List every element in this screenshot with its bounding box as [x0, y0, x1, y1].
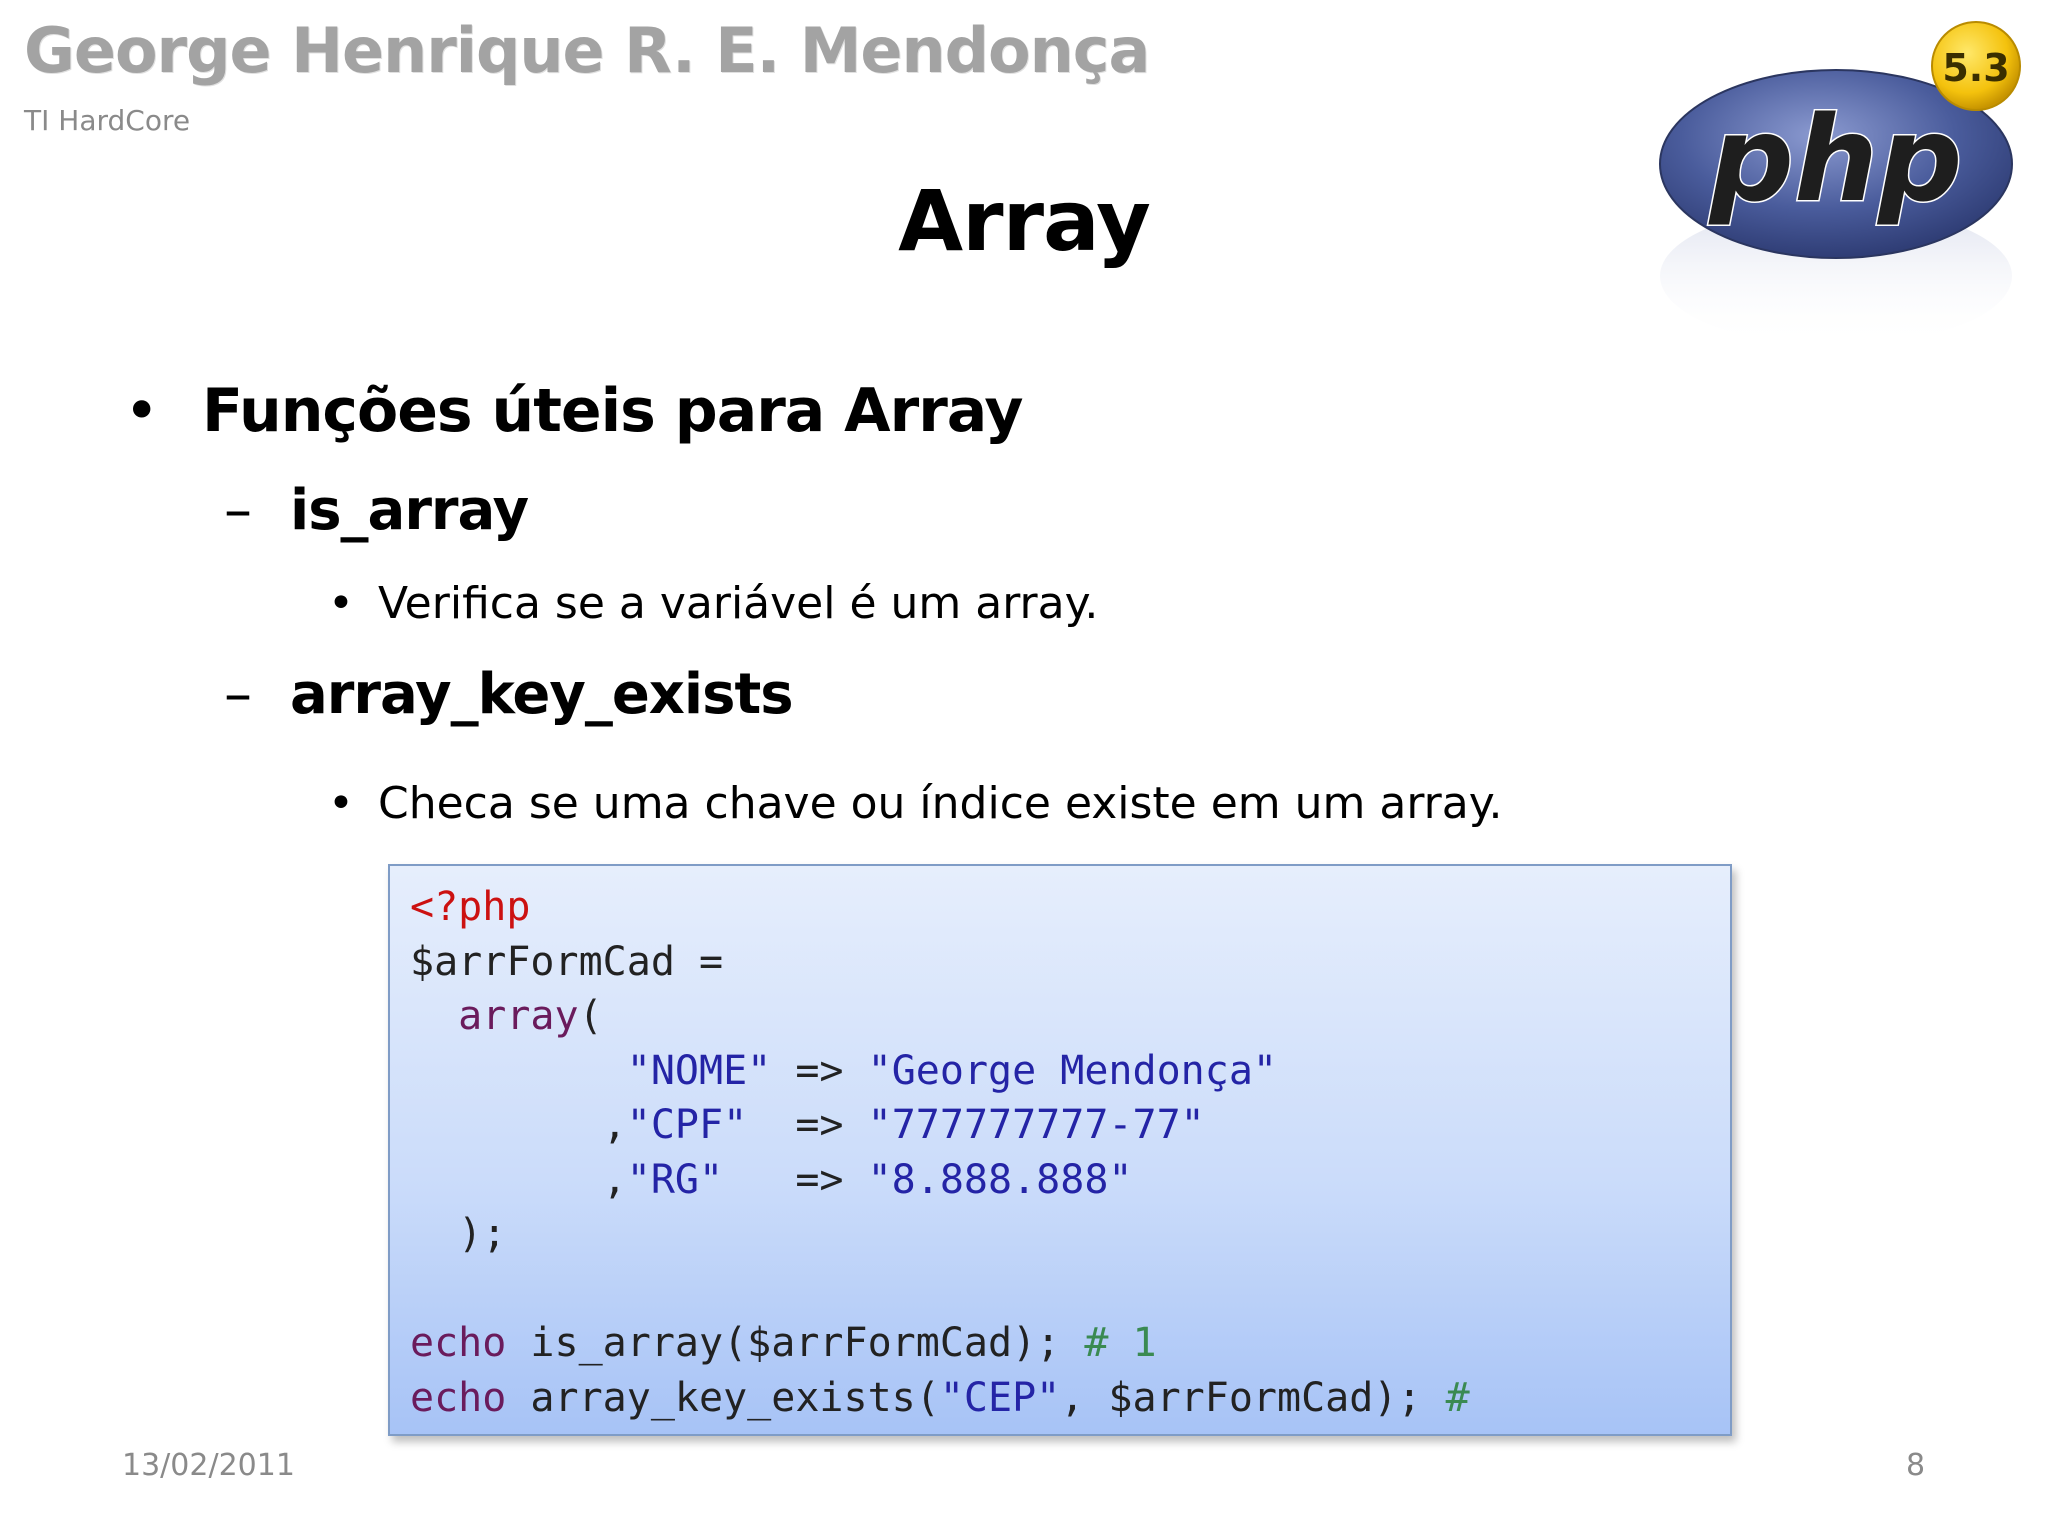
sub-sub-bullet-is-array-desc: •Verifica se a variável é um array.: [328, 578, 1099, 629]
arrow-operator: =>: [795, 1156, 844, 1203]
author-subtitle: TI HardCore: [24, 104, 191, 137]
arrow-operator: =>: [795, 1102, 844, 1148]
sub-bullet-is-array: –is_array: [224, 478, 529, 543]
code-string: "CEP": [939, 1374, 1061, 1421]
main-bullet: •Funções úteis para Array: [124, 376, 1024, 446]
array-key: "NOME": [626, 1047, 772, 1094]
code-call: is_array($arrFormCad);: [530, 1320, 1061, 1366]
php-open-tag: <?php: [410, 884, 531, 930]
array-value: "777777777-77": [867, 1102, 1205, 1148]
sub-bullet-array-key-exists: –array_key_exists: [224, 662, 794, 727]
array-value: "8.888.888": [867, 1156, 1133, 1203]
code-call: array_key_exists(: [530, 1374, 940, 1421]
author-name: George Henrique R. E. Mendonça: [24, 14, 1150, 87]
php-logo-oval: [1659, 69, 2013, 259]
echo-keyword: echo: [410, 1374, 507, 1421]
code-comment: #: [1445, 1374, 1470, 1421]
array-key: "CPF": [626, 1102, 748, 1148]
function-name: array_key_exists: [290, 662, 794, 727]
footer-date: 13/02/2011: [122, 1448, 295, 1483]
version-badge: [1931, 21, 2021, 111]
function-description: Checa se uma chave ou índice existe em u…: [378, 778, 1503, 829]
function-name: is_array: [290, 478, 529, 543]
sub-sub-bullet-array-key-exists-desc: •Checa se uma chave ou índice existe em …: [328, 778, 1503, 829]
array-value: "George Mendonça": [867, 1047, 1278, 1094]
php-logo-text: php: [1708, 90, 1963, 228]
main-bullet-text: Funções úteis para Array: [202, 376, 1024, 446]
echo-keyword: echo: [410, 1320, 507, 1366]
code-block: <?php $arrFormCad = array( "NOME" => "Ge…: [410, 884, 1470, 1421]
code-example-box: <?php $arrFormCad = array( "NOME" => "Ge…: [388, 864, 1732, 1436]
slide-title: Array: [898, 172, 1151, 270]
code-call-end: , $arrFormCad);: [1060, 1374, 1422, 1421]
code-comment: # 1: [1084, 1320, 1157, 1366]
array-key: "RG": [626, 1156, 724, 1203]
php-logo: php 5.3: [1659, 21, 2021, 344]
code-var-line: $arrFormCad =: [410, 938, 724, 985]
version-badge-text: 5.3: [1942, 46, 2009, 90]
code-close: );: [458, 1211, 507, 1257]
function-description: Verifica se a variável é um array.: [378, 578, 1099, 629]
arrow-operator: =>: [795, 1047, 844, 1094]
page-number: 8: [1906, 1448, 1926, 1483]
array-keyword: array: [458, 993, 579, 1039]
